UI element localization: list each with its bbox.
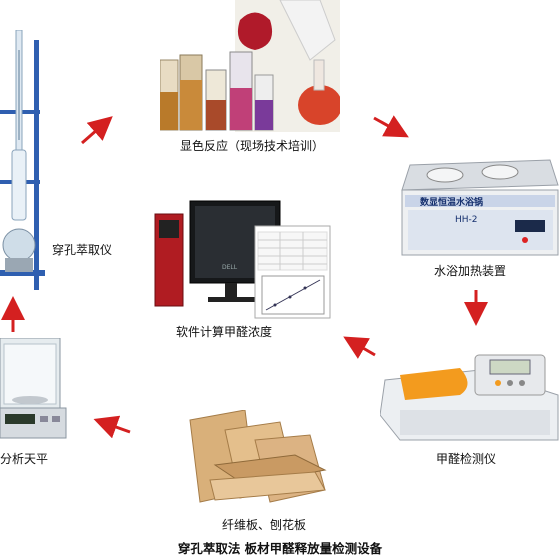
extraction-apparatus [0, 29, 50, 290]
software-label: 软件计算甲醛浓度 [176, 325, 273, 339]
analytical-balance-icon [0, 337, 67, 439]
extractor-label: 穿孔萃取仪 [52, 243, 113, 257]
spectrophotometer [379, 340, 560, 445]
diagram-title: 穿孔萃取法 板材甲醛释放量检测设备 [177, 541, 383, 556]
water-bath-label: 水浴加热装置 [434, 264, 507, 278]
detector-label: 甲醛检测仪 [436, 452, 497, 466]
monitor-brand: DELL [222, 264, 238, 271]
water-bath: 数显恒温水浴锅 HH-2 [400, 155, 560, 260]
computer-icon [154, 200, 331, 319]
arrow-color-to-bath [373, 115, 409, 138]
boards-label: 纤维板、刨花板 [222, 518, 307, 532]
extraction-apparatus-icon [0, 29, 45, 290]
arrow-boards-to-balance [93, 415, 131, 439]
balance-label: 分析天平 [0, 452, 49, 466]
spectrophotometer-icon [379, 354, 559, 441]
computer: DELL [150, 196, 335, 321]
analytical-balance [0, 337, 70, 448]
wood-boards [185, 409, 330, 505]
bath-model: HH-2 [455, 215, 478, 225]
color-reaction-label: 显色反应（现场技术培训） [180, 139, 325, 153]
arrow-detector-to-software [343, 336, 376, 359]
bath-panel-text: 数显恒温水浴锅 [420, 198, 484, 208]
water-bath-icon [401, 159, 559, 256]
wood-boards-icon [189, 409, 327, 503]
glassware [159, 0, 342, 132]
arrow-extractor-to-color [81, 116, 113, 145]
glassware-icon [159, 0, 342, 132]
